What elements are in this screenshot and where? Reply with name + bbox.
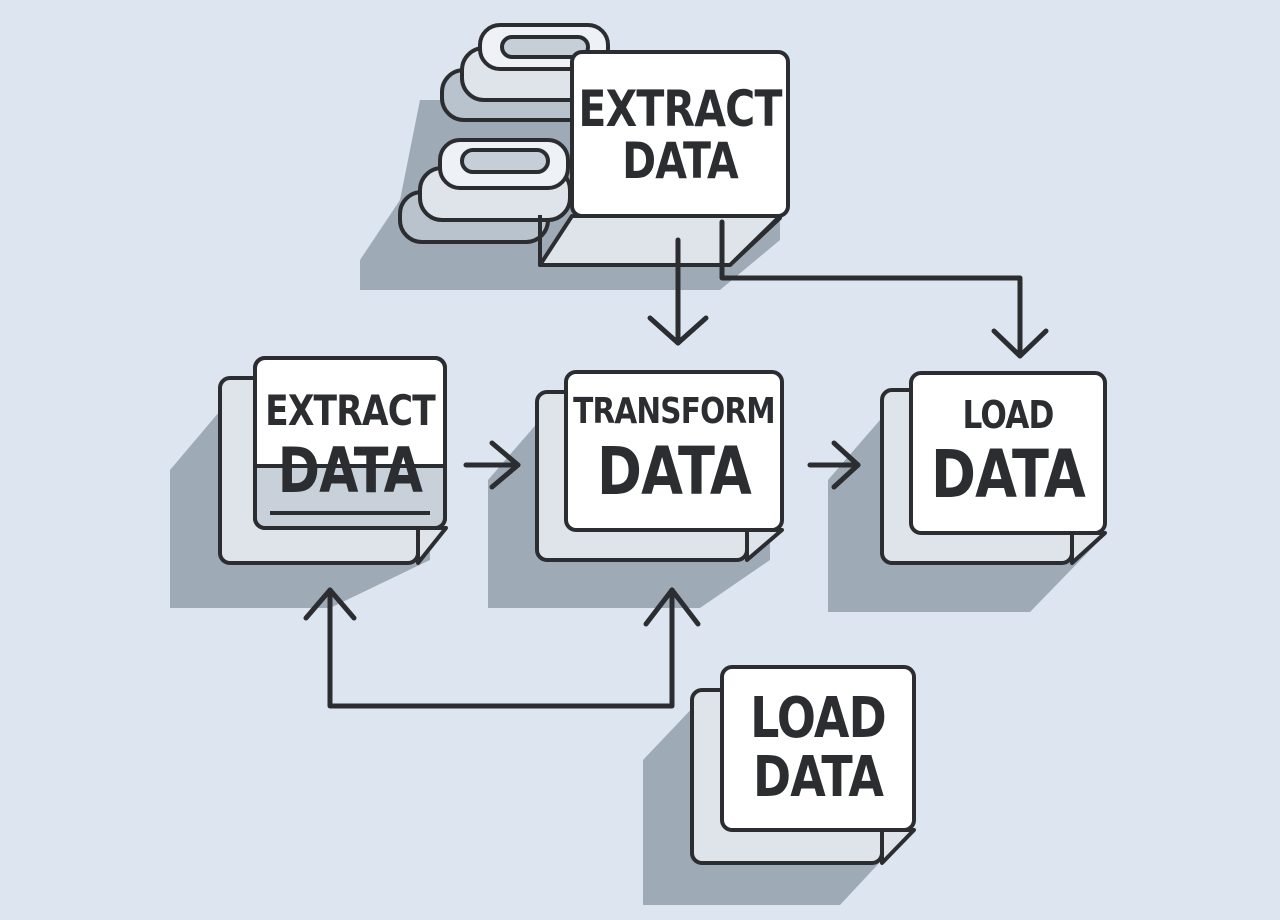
transform-line2: DATA xyxy=(597,433,752,511)
extract-top-line2: DATA xyxy=(622,132,739,190)
transform-box xyxy=(535,370,784,562)
arrowhead-down-load xyxy=(991,328,1049,359)
arrow-extract-top-to-load xyxy=(719,219,1023,359)
arrowhead-right-load xyxy=(831,440,861,490)
load-line2: DATA xyxy=(931,436,1086,514)
extract-top-label: EXTRACT DATA xyxy=(578,60,782,210)
load-bottom-line2: DATA xyxy=(752,745,884,810)
extract-label: EXTRACT DATA xyxy=(265,372,436,520)
arrowhead-down-transform xyxy=(647,315,709,346)
arrowhead-up-transform xyxy=(643,587,701,627)
load-label: LOAD DATA xyxy=(928,380,1087,526)
transform-line1: TRANSFORM xyxy=(573,391,775,433)
arrow-loop-bottom xyxy=(327,587,675,709)
load-line1: LOAD xyxy=(962,393,1054,438)
extract-box xyxy=(218,356,448,565)
load-bottom-box xyxy=(690,665,916,865)
load-bottom-label: LOAD DATA xyxy=(739,676,896,822)
extract-line2: DATA xyxy=(277,433,423,507)
connectors xyxy=(303,219,1049,709)
transform-label: TRANSFORM DATA xyxy=(573,380,775,520)
arrowhead-right-transform xyxy=(489,440,521,490)
load-bottom-line1: LOAD xyxy=(750,686,887,752)
extract-line1: EXTRACT xyxy=(265,386,436,436)
arrowhead-up-extract xyxy=(303,587,357,621)
load-box xyxy=(880,371,1107,565)
database-cylinder-icon xyxy=(398,138,572,244)
extract-top-line1: EXTRACT xyxy=(578,79,782,138)
